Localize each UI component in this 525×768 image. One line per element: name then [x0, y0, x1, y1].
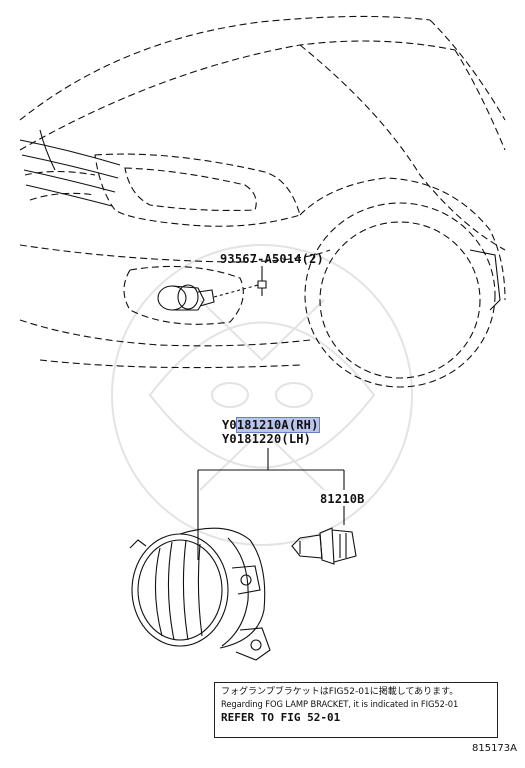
callout-assembly-rh[interactable]: Y0181210A(RH) [222, 417, 320, 433]
screw-93567 [213, 266, 267, 298]
car-front-outline [19, 15, 506, 388]
fog-lamp-on-vehicle [157, 284, 215, 311]
bulb-81210b [291, 527, 357, 565]
note-japanese: フォグランプブラケットはFIG52-01に掲載してあります。 [221, 687, 459, 697]
grille [19, 129, 501, 311]
fog-lamp-assembly [129, 527, 271, 661]
callout-assembly-lh[interactable]: Y0181220(LH) [222, 432, 312, 446]
assembly-rh-prefix: Y0 [222, 418, 237, 432]
callout-bulb[interactable]: 81210B [320, 492, 365, 506]
note-english: Regarding FOG LAMP BRACKET, it is indica… [221, 699, 459, 709]
figure-id: 815173A [471, 743, 517, 754]
assembly-rh-highlight: 181210A(RH) [235, 417, 320, 433]
note-reference-link[interactable]: REFER TO FIG 52-01 [221, 711, 341, 724]
callout-screw[interactable]: 93567-A5014(2) [220, 252, 324, 266]
reference-note-box: フォグランプブラケットはFIG52-01に掲載してあります。 Regarding… [214, 682, 498, 738]
